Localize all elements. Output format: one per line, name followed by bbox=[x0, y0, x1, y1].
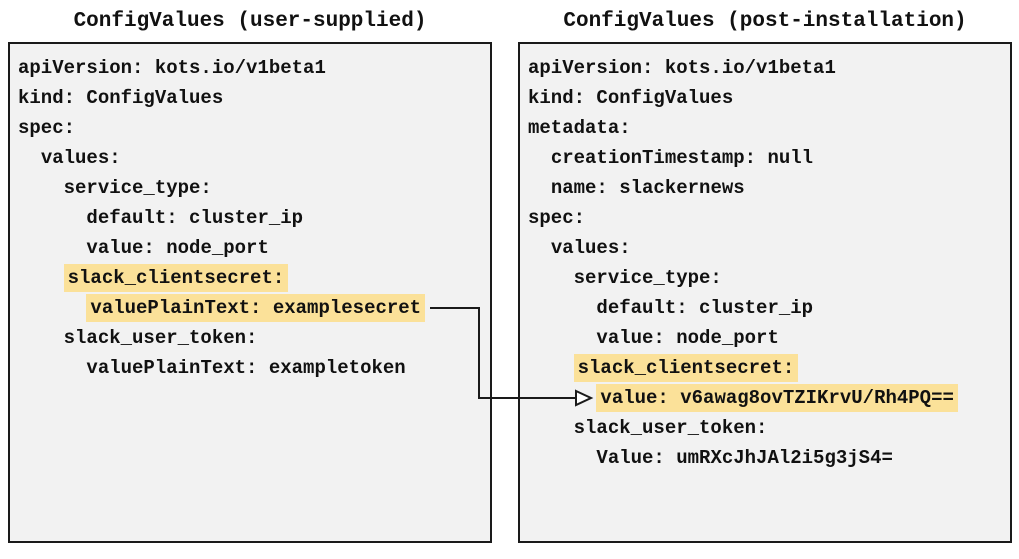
panel-user-supplied: apiVersion: kots.io/v1beta1 kind: ConfigV… bbox=[8, 42, 492, 543]
indent bbox=[528, 357, 574, 379]
indent bbox=[528, 297, 596, 319]
code-text: value: node_port bbox=[596, 327, 779, 349]
indent bbox=[528, 177, 551, 199]
code-text: metadata: bbox=[528, 117, 631, 139]
indent bbox=[528, 327, 596, 349]
code-text: slack_user_token: bbox=[573, 417, 768, 439]
code-text: value: node_port bbox=[86, 237, 269, 259]
indent bbox=[528, 417, 574, 439]
highlighted-code-text: slack_clientsecret: bbox=[63, 264, 289, 292]
indent bbox=[18, 147, 41, 169]
code-text: kind: ConfigValues bbox=[528, 87, 734, 109]
code-text: service_type: bbox=[573, 267, 722, 289]
code-line: value: node_port bbox=[18, 233, 486, 263]
code-line: slack_clientsecret: bbox=[528, 353, 1006, 383]
code-text: apiVersion: kots.io/v1beta1 bbox=[528, 57, 836, 79]
indent bbox=[18, 177, 64, 199]
code-text: default: cluster_ip bbox=[86, 207, 304, 229]
indent bbox=[528, 237, 551, 259]
code-text: name: slackernews bbox=[550, 177, 745, 199]
panel-title-post-installation: ConfigValues (post-installation) bbox=[563, 10, 967, 33]
code-line: values: bbox=[528, 233, 1006, 263]
indent bbox=[18, 207, 86, 229]
indent bbox=[18, 327, 64, 349]
indent bbox=[528, 267, 574, 289]
code-line: value: v6awag8ovTZIKrvU/Rh4PQ== bbox=[528, 383, 1006, 413]
code-text: values: bbox=[40, 147, 121, 169]
code-line: creationTimestamp: null bbox=[528, 143, 1006, 173]
code-line: apiVersion: kots.io/v1beta1 bbox=[528, 53, 1006, 83]
indent bbox=[18, 237, 86, 259]
indent bbox=[528, 447, 596, 469]
code-line: service_type: bbox=[528, 263, 1006, 293]
highlighted-code-text: valuePlainText: examplesecret bbox=[86, 294, 426, 322]
code-text: Value: umRXcJhJAl2i5g3jS4= bbox=[596, 447, 893, 469]
code-text: apiVersion: kots.io/v1beta1 bbox=[18, 57, 326, 79]
indent bbox=[528, 387, 596, 409]
code-block-post-installation: apiVersion: kots.io/v1beta1 kind: ConfigV… bbox=[528, 53, 1006, 473]
code-text: creationTimestamp: null bbox=[550, 147, 814, 169]
code-line: slack_clientsecret: bbox=[18, 263, 486, 293]
indent bbox=[18, 357, 86, 379]
code-line: apiVersion: kots.io/v1beta1 bbox=[18, 53, 486, 83]
code-text: values: bbox=[550, 237, 631, 259]
code-text: spec: bbox=[18, 117, 76, 139]
code-line: kind: ConfigValues bbox=[18, 83, 486, 113]
code-line: kind: ConfigValues bbox=[528, 83, 1006, 113]
code-line: metadata: bbox=[528, 113, 1006, 143]
panel-post-installation: apiVersion: kots.io/v1beta1 kind: ConfigV… bbox=[518, 42, 1012, 543]
code-text: valuePlainText: exampletoken bbox=[86, 357, 406, 379]
code-line: valuePlainText: exampletoken bbox=[18, 353, 486, 383]
code-line: service_type: bbox=[18, 173, 486, 203]
code-line: name: slackernews bbox=[528, 173, 1006, 203]
code-line: slack_user_token: bbox=[528, 413, 1006, 443]
code-line: values: bbox=[18, 143, 486, 173]
indent bbox=[18, 267, 64, 289]
code-line: spec: bbox=[18, 113, 486, 143]
indent bbox=[528, 147, 551, 169]
code-line: value: node_port bbox=[528, 323, 1006, 353]
panel-title-user-supplied: ConfigValues (user-supplied) bbox=[73, 10, 427, 33]
code-text: slack_user_token: bbox=[63, 327, 258, 349]
code-line: default: cluster_ip bbox=[18, 203, 486, 233]
code-text: service_type: bbox=[63, 177, 212, 199]
code-text: kind: ConfigValues bbox=[18, 87, 224, 109]
code-text: spec: bbox=[528, 207, 586, 229]
code-line: slack_user_token: bbox=[18, 323, 486, 353]
code-text: default: cluster_ip bbox=[596, 297, 814, 319]
code-block-user-supplied: apiVersion: kots.io/v1beta1 kind: ConfigV… bbox=[18, 53, 486, 383]
code-line: valuePlainText: examplesecret bbox=[18, 293, 486, 323]
indent bbox=[18, 297, 86, 319]
code-line: Value: umRXcJhJAl2i5g3jS4= bbox=[528, 443, 1006, 473]
highlighted-code-text: value: v6awag8ovTZIKrvU/Rh4PQ== bbox=[596, 384, 958, 412]
highlighted-code-text: slack_clientsecret: bbox=[573, 354, 799, 382]
code-line: default: cluster_ip bbox=[528, 293, 1006, 323]
code-line: spec: bbox=[528, 203, 1006, 233]
